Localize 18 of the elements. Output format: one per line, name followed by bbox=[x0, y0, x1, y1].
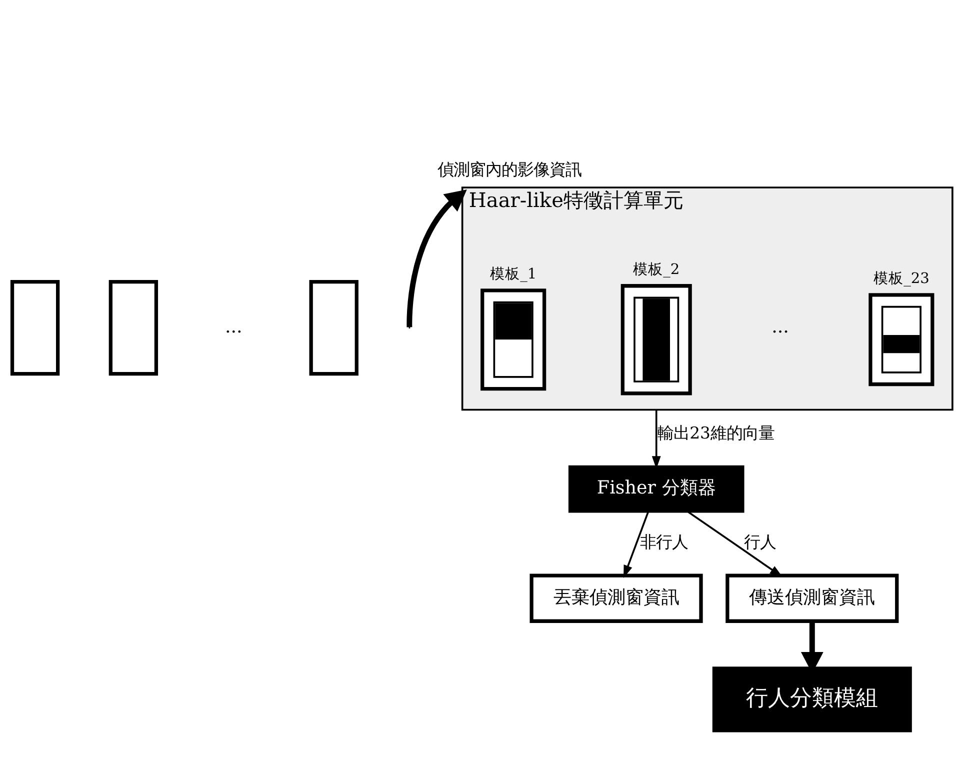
arrow bbox=[406, 190, 467, 328]
node-box: 傳送偵測窗資訊 bbox=[726, 574, 899, 623]
edge-label: 輸出23維的向量 bbox=[658, 423, 774, 442]
node-label: 模板_1 bbox=[490, 265, 537, 282]
label: ... bbox=[772, 316, 789, 338]
node-box: 丟棄偵測窗資訊 bbox=[530, 574, 703, 623]
edge-label: 非行人 bbox=[640, 532, 688, 552]
arrow bbox=[624, 512, 649, 578]
node-box: 行人分類模組 bbox=[712, 666, 912, 732]
node-label: 模板_23 bbox=[874, 270, 930, 287]
node-box: Fisher 分類器 bbox=[568, 465, 744, 513]
label: ... bbox=[224, 316, 242, 338]
node-box bbox=[309, 280, 358, 376]
edge-label: 行人 bbox=[744, 532, 776, 552]
node-box bbox=[108, 280, 158, 376]
edge-label: 偵測窗內的影像資訊 bbox=[438, 160, 582, 180]
node-label: 模板_2 bbox=[633, 260, 680, 278]
node-box bbox=[10, 280, 60, 376]
